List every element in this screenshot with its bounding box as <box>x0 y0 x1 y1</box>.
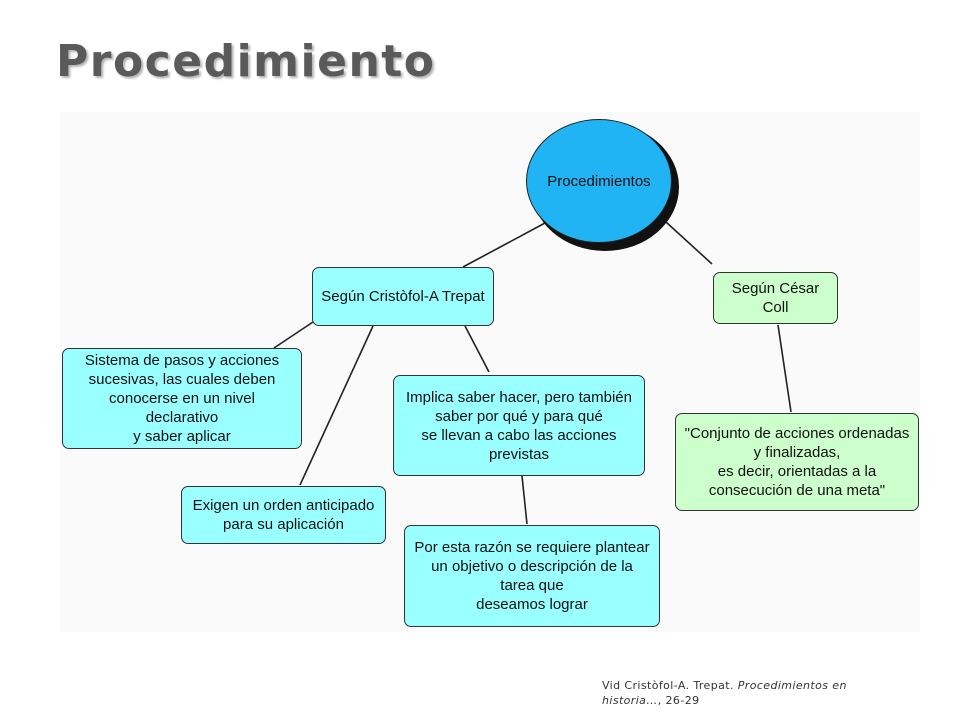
node-coll: Según César Coll <box>713 272 838 324</box>
citation-prefix: Vid Cristòfol-A. Trepat. <box>602 679 738 692</box>
node-definicion-coll: "Conjunto de acciones ordenadas y finali… <box>675 413 919 511</box>
node-sistema-de-pasos: Sistema de pasos y acciones sucesivas, l… <box>62 348 302 449</box>
node-implica-saber-hacer: Implica saber hacer, pero también saber … <box>393 375 645 476</box>
root-node-procedimientos: Procedimientos <box>526 119 672 243</box>
node-exigen-un-orden: Exigen un orden anticipado para su aplic… <box>181 486 386 544</box>
node-trepat: Según Cristòfol-A Trepat <box>312 267 494 326</box>
citation-title: Procedimientos en historia… <box>602 679 847 707</box>
node-por-esta-razon: Por esta razón se requiere plantear un o… <box>404 525 660 627</box>
slide-title: Procedimiento <box>56 36 436 87</box>
citation-pages: , 26-29 <box>657 694 700 707</box>
citation-footnote: Vid Cristòfol-A. Trepat. Procedimientos … <box>602 678 902 708</box>
